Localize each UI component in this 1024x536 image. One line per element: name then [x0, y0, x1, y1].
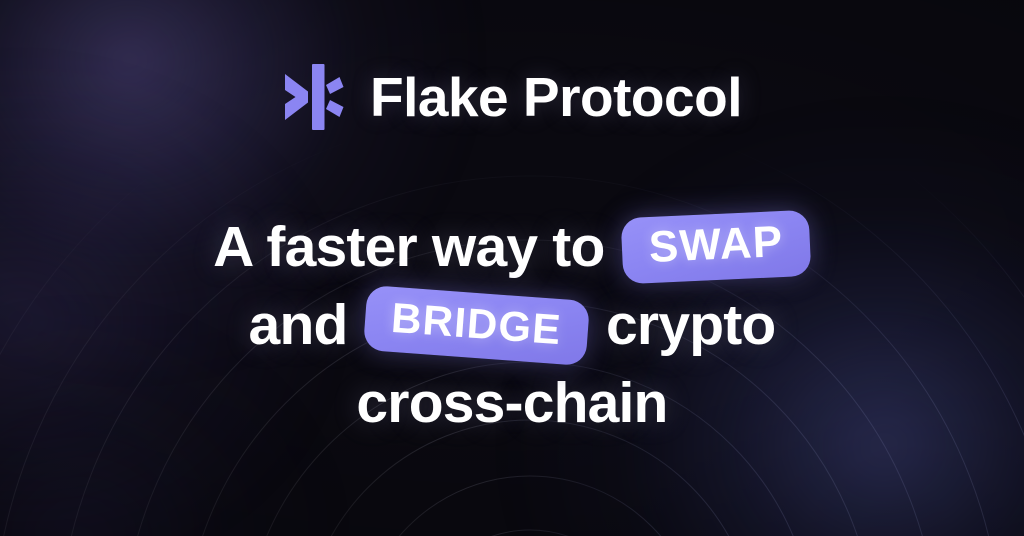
headline-line-1-text: A faster way to [213, 214, 605, 279]
brand-name: Flake Protocol [370, 65, 742, 128]
brand-lockup: Flake Protocol [282, 62, 742, 132]
headline-line-2-suffix: crypto [606, 292, 776, 357]
headline-line-3-text: cross-chain [356, 370, 668, 435]
headline: A faster way to SWAP and BRIDGE crypto c… [0, 208, 1024, 442]
headline-line-1: A faster way to SWAP [0, 208, 1024, 286]
headline-line-2: and BRIDGE crypto [0, 284, 1024, 366]
flake-logo-icon [282, 64, 344, 130]
headline-line-2-prefix: and [248, 292, 349, 357]
headline-line-3: cross-chain [0, 364, 1024, 442]
swap-badge: SWAP [621, 209, 813, 285]
bridge-badge: BRIDGE [363, 284, 591, 366]
